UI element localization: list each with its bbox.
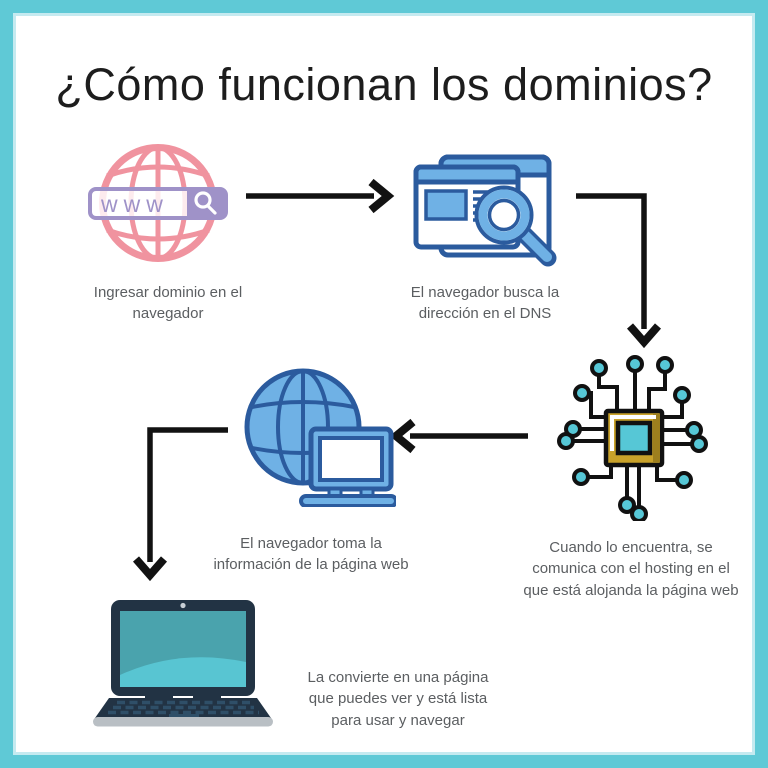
arrow-step1-to-step2 (246, 178, 395, 214)
globe-www-search-icon: www (88, 141, 228, 269)
page-title: ¿Cómo funcionan los dominios? (55, 59, 713, 110)
url-search-bar: www (88, 187, 228, 220)
chip-body (603, 408, 665, 468)
laptop-icon (93, 598, 273, 728)
computer-monitor (299, 426, 396, 507)
step5-caption: La convierte en una página que puedes ve… (307, 669, 489, 729)
step4-caption: El navegador toma la información de la p… (213, 535, 409, 574)
step1-caption: Ingresar dominio en el navegador (93, 284, 243, 323)
magnifier (474, 185, 557, 267)
arrow-step2-to-step3 (576, 193, 662, 349)
laptop-base (93, 717, 273, 727)
arrow-step3-to-step4 (389, 418, 528, 454)
step3-caption: Cuando lo encuentra, se comunica con el … (523, 539, 739, 599)
browser-dns-search-icon (411, 151, 561, 279)
touchpad (169, 714, 199, 718)
globe-computer-icon (241, 367, 396, 507)
webcam-dot (180, 602, 186, 609)
url-text: www (100, 191, 169, 217)
step2-caption: El navegador busca la dirección en el DN… (410, 284, 560, 323)
cpu-hosting-icon (551, 351, 716, 521)
